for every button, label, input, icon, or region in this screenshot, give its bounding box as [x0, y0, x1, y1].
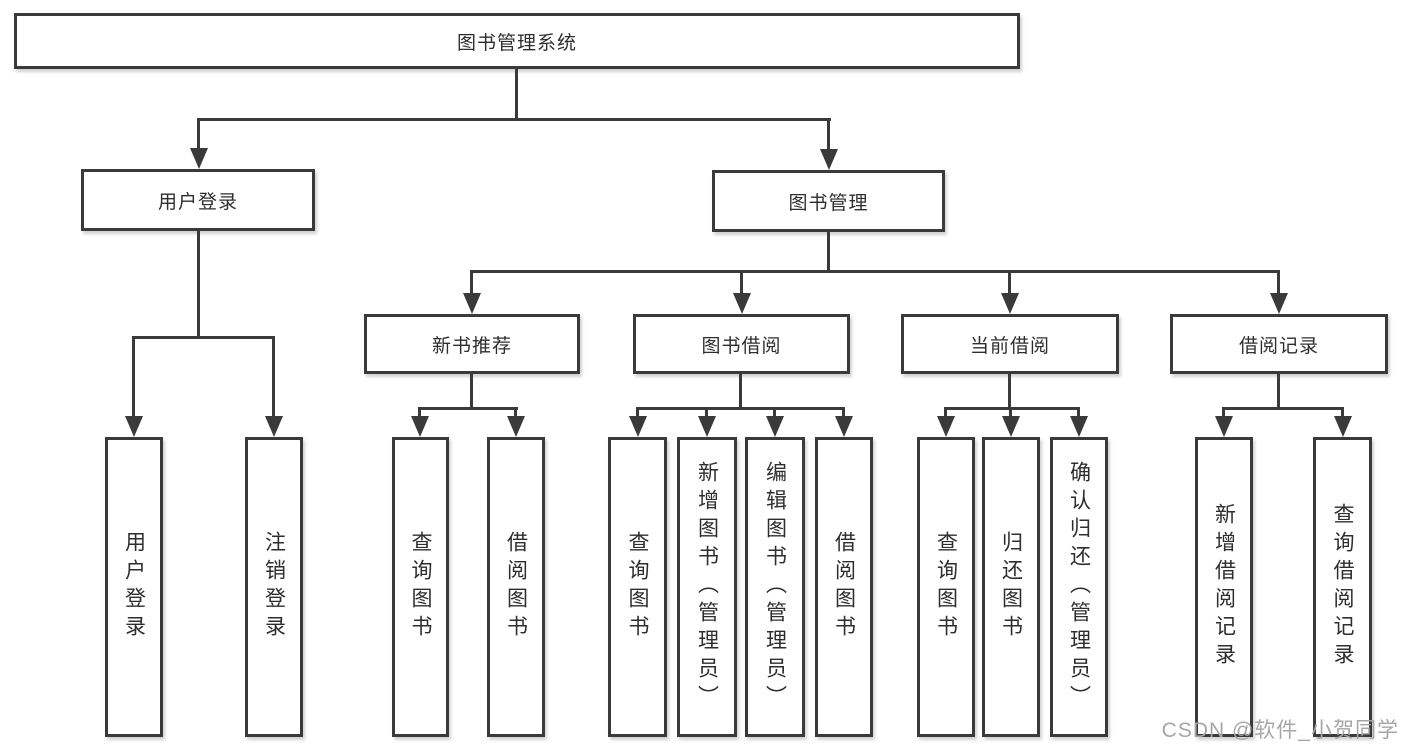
connector-root-stem [515, 69, 518, 118]
connector-stem-leaf [514, 407, 517, 418]
connector-stem-leaf [705, 407, 708, 418]
connector-stem-leaf [944, 407, 947, 418]
arrow-down-icon [733, 293, 751, 314]
connector-stem-leaf [1222, 407, 1225, 418]
connector-level3-rail [470, 270, 1280, 273]
arrow-down-icon [698, 416, 716, 437]
leaf-add-book-admin: 新增图书（管理员） [677, 437, 737, 737]
arrow-down-icon [507, 416, 525, 437]
leaf-query-book-borrow: 查询图书 [608, 437, 667, 737]
arrow-down-icon [1002, 416, 1020, 437]
connector-mgmt-stem [827, 232, 830, 273]
connector-groupD-rail [1222, 407, 1344, 410]
node-book-borrow: 图书借阅 [633, 314, 850, 374]
leaf-label: 用户登录 [122, 531, 146, 643]
node-root-system: 图书管理系统 [14, 13, 1020, 69]
connector-stem-leaf [470, 270, 473, 296]
connector-stem-leaf [1009, 407, 1012, 418]
arrow-down-icon [937, 416, 955, 437]
connector-stem-leaf [740, 270, 743, 296]
node-current-borrow: 当前借阅 [901, 314, 1119, 374]
arrow-down-icon [265, 416, 283, 437]
leaf-label: 确认归还（管理员） [1067, 461, 1091, 713]
connector-stem-leaf [1077, 407, 1080, 418]
leaf-borrow-book: 借阅图书 [815, 437, 873, 737]
leaf-return-book: 归还图书 [982, 437, 1040, 737]
connector-stem-book-mgmt [827, 118, 830, 152]
leaf-logout: 注销登录 [245, 437, 303, 737]
leaf-query-book-recommend: 查询图书 [392, 437, 449, 737]
connector-stem-leaf [773, 407, 776, 418]
leaf-query-book-current: 查询图书 [917, 437, 975, 737]
connector-stem-user-login [197, 118, 200, 151]
leaf-label: 查询图书 [934, 531, 958, 643]
connector-groupC-stem [1008, 374, 1011, 407]
leaf-label: 查询借阅记录 [1331, 503, 1354, 671]
leaf-borrow-book-recommend: 借阅图书 [487, 437, 545, 737]
leaf-query-borrow-record: 查询借阅记录 [1313, 437, 1372, 737]
connector-groupB-rail [636, 407, 845, 410]
csdn-watermark: CSDN @软件_小贺同学 [1161, 719, 1399, 742]
arrow-down-icon [1270, 293, 1288, 314]
leaf-label: 归还图书 [999, 531, 1023, 643]
arrow-down-icon [1334, 416, 1352, 437]
arrow-down-icon [1215, 416, 1233, 437]
connector-user-stem [197, 231, 200, 336]
arrow-down-icon [125, 416, 143, 437]
connector-level2-rail [197, 118, 831, 121]
arrow-down-icon [463, 293, 481, 314]
connector-stem-leaf [1277, 270, 1280, 296]
connector-stem-leaf [132, 336, 135, 417]
connector-groupD-stem [1277, 374, 1280, 407]
leaf-label: 注销登录 [262, 531, 286, 643]
leaf-label: 查询图书 [626, 531, 649, 643]
connector-stem-leaf [1341, 407, 1344, 418]
connector-stem-leaf [636, 407, 639, 418]
node-borrow-record: 借阅记录 [1170, 314, 1388, 374]
leaf-label: 查询图书 [409, 531, 432, 643]
leaf-add-borrow-record: 新增借阅记录 [1195, 437, 1253, 737]
leaf-edit-book-admin: 编辑图书（管理员） [745, 437, 805, 737]
node-new-book-recommend: 新书推荐 [364, 314, 580, 374]
arrow-down-icon [766, 416, 784, 437]
arrow-down-icon [820, 149, 838, 170]
leaf-label: 新增图书（管理员） [695, 461, 719, 713]
node-book-management: 图书管理 [712, 170, 945, 232]
arrow-down-icon [835, 416, 853, 437]
connector-groupA-rail [418, 407, 518, 410]
connector-stem-leaf [1008, 270, 1011, 296]
node-user-login: 用户登录 [81, 169, 315, 231]
leaf-confirm-return-admin: 确认归还（管理员） [1050, 437, 1108, 737]
leaf-label: 新增借阅记录 [1212, 503, 1236, 671]
arrow-down-icon [1070, 416, 1088, 437]
connector-groupC-rail [944, 407, 1080, 410]
leaf-user-login: 用户登录 [105, 437, 163, 737]
leaf-label: 编辑图书（管理员） [763, 461, 787, 713]
arrow-down-icon [629, 416, 647, 437]
connector-user-rail [132, 336, 275, 339]
leaf-label: 借阅图书 [504, 531, 528, 643]
arrow-down-icon [411, 416, 429, 437]
arrow-down-icon [190, 148, 208, 169]
arrow-down-icon [1001, 293, 1019, 314]
connector-groupA-stem [470, 374, 473, 407]
connector-stem-leaf [418, 407, 421, 418]
leaf-label: 借阅图书 [832, 531, 856, 643]
connector-groupB-stem [739, 374, 742, 407]
connector-stem-leaf [842, 407, 845, 418]
connector-stem-leaf [272, 336, 275, 417]
